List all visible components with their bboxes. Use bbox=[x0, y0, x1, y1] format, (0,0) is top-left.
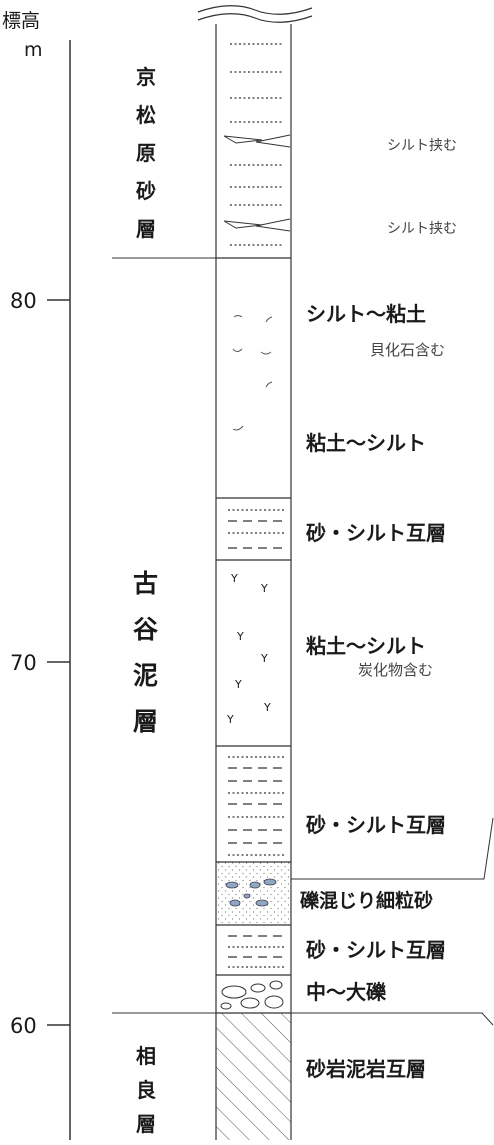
layer-label: 砂・シルト互層 bbox=[306, 521, 446, 545]
formation-name-kyomatsubara: 京 松 原 砂 層 bbox=[136, 65, 156, 241]
layer-sand-silt-3 bbox=[228, 935, 284, 968]
column-break-symbol bbox=[197, 4, 313, 24]
layer-note: 貝化石含む bbox=[370, 341, 445, 359]
leader-lines bbox=[291, 817, 494, 1026]
axis-title: 標高 bbox=[2, 10, 40, 32]
formation-char: 泥 bbox=[133, 661, 158, 690]
layer-label: 礫混じり細粒砂 bbox=[300, 889, 433, 912]
svg-text:Y: Y bbox=[263, 701, 271, 714]
layer-clay-plant: Y Y Y Y Y Y Y bbox=[226, 572, 271, 726]
layer-label: 砂・シルト互層 bbox=[306, 813, 446, 837]
formation-char: 谷 bbox=[133, 615, 159, 644]
layer-sandstone-mudstone bbox=[216, 1013, 291, 1140]
axis-unit: m bbox=[24, 39, 43, 61]
svg-text:Y: Y bbox=[236, 630, 244, 643]
svg-text:Y: Y bbox=[230, 572, 238, 585]
formation-char: 層 bbox=[136, 1112, 156, 1136]
layer-clay-silt bbox=[232, 315, 273, 431]
sand-dot-rows bbox=[230, 43, 284, 246]
axis-tick-label-80: 80 bbox=[10, 289, 37, 313]
layer-label: 砂岩泥岩互層 bbox=[306, 1057, 426, 1081]
layer-label: 粘土〜シルト bbox=[306, 634, 426, 658]
formation-name-furuya: 古 谷 泥 層 bbox=[133, 569, 159, 736]
svg-text:Y: Y bbox=[234, 678, 242, 691]
formation-char: 層 bbox=[133, 707, 158, 736]
layer-label: 砂・シルト互層 bbox=[306, 938, 446, 962]
formation-char: 層 bbox=[136, 217, 156, 241]
layer-sand-silt-1 bbox=[228, 509, 284, 549]
layer-note: 炭化物含む bbox=[358, 661, 433, 679]
layer-gravelly-sand-pebbles bbox=[225, 878, 277, 907]
silt-note-1: シルト挟む bbox=[387, 138, 457, 154]
formation-char: 古 bbox=[133, 569, 158, 598]
formation-name-sagara: 相 良 層 bbox=[136, 1044, 156, 1136]
axis-tick-label-60: 60 bbox=[10, 1014, 37, 1038]
silt-lens bbox=[223, 134, 291, 232]
layer-gravel bbox=[220, 980, 284, 1010]
layer-label: 粘土〜シルト bbox=[306, 431, 426, 455]
column-frame bbox=[215, 20, 292, 1140]
layer-label: 中〜大礫 bbox=[306, 980, 387, 1004]
formation-char: 原 bbox=[136, 141, 156, 165]
formation-char: 良 bbox=[136, 1078, 156, 1102]
layer-gravelly-sand-fill bbox=[216, 862, 291, 925]
svg-text:Y: Y bbox=[226, 713, 234, 726]
formation-char: 京 bbox=[136, 65, 156, 89]
svg-text:Y: Y bbox=[260, 582, 268, 595]
layer-label: シルト〜粘土 bbox=[306, 302, 426, 326]
formation-char: 松 bbox=[136, 103, 156, 127]
layer-sand-top bbox=[223, 43, 304, 246]
axis-tick-label-70: 70 bbox=[10, 651, 37, 675]
formation-char: 砂 bbox=[136, 179, 156, 203]
silt-note-2: シルト挟む bbox=[387, 221, 457, 237]
svg-text:Y: Y bbox=[260, 652, 268, 665]
formation-char: 相 bbox=[136, 1044, 156, 1068]
layer-sand-silt-2 bbox=[228, 756, 284, 856]
